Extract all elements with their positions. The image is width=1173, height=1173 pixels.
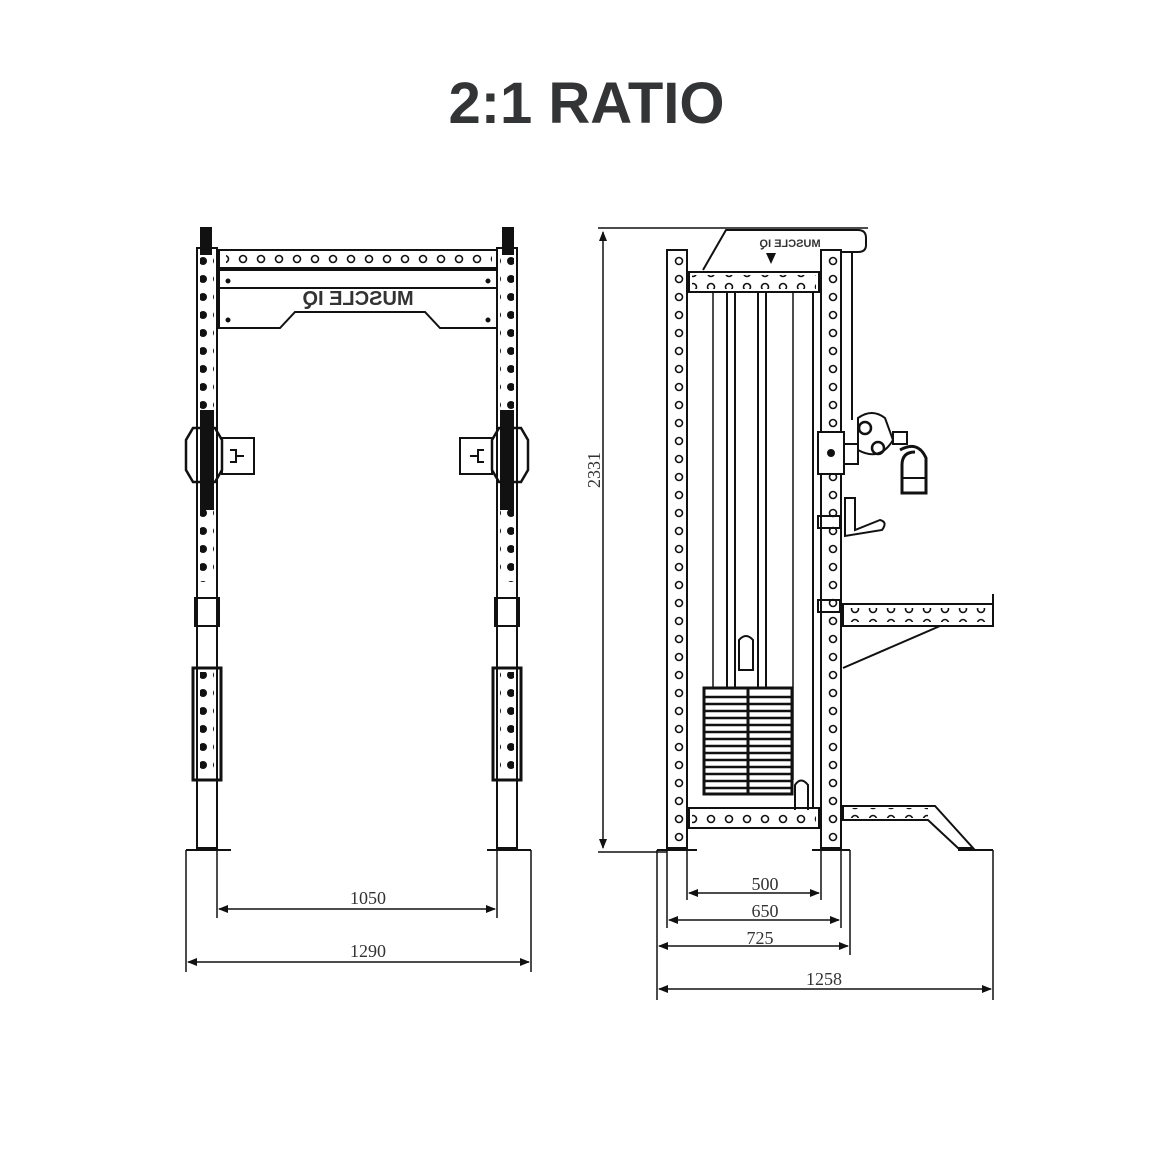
front-brand-logo: MUSCLE IQ [302, 288, 413, 310]
dimension-height: 2331 [584, 452, 604, 488]
dimension-inner-width: 1050 [350, 888, 386, 908]
dimension-base-depth: 725 [747, 928, 774, 948]
front-view: MUSCLE IQ [184, 227, 532, 972]
dimension-upright-spacing: 500 [752, 874, 779, 894]
dimension-frame-depth: 650 [752, 901, 779, 921]
side-brand-logo: MUSCLE IQ [759, 238, 821, 250]
dimension-outer-width: 1290 [350, 941, 386, 961]
page-title: 2:1 RATIO [448, 71, 725, 136]
side-view: MUSCLE IQ [598, 227, 994, 1000]
dimension-total-depth: 1258 [806, 969, 842, 989]
